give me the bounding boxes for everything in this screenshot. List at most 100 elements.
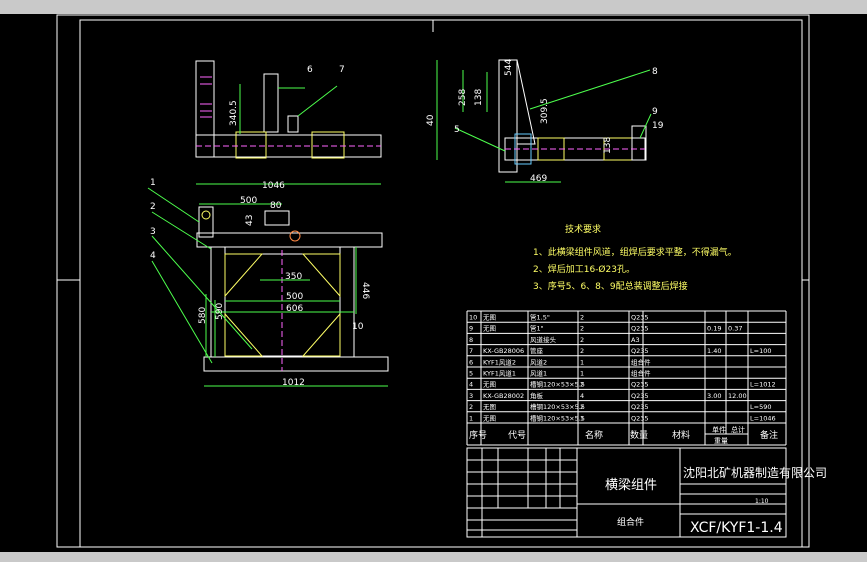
dim-text-350: 350 — [285, 272, 302, 282]
bom-cell-qty: 2 — [580, 381, 584, 389]
leader-1 — [147, 187, 200, 223]
bom-header-0: 序号 — [469, 429, 487, 441]
bom-cell-unit: 0.19 — [707, 325, 721, 333]
bom-cell-code: 无图 — [483, 403, 496, 411]
bom-cell-no: 7 — [469, 347, 473, 355]
front-view-seat — [264, 210, 290, 226]
balloon-9: 9 — [652, 107, 658, 117]
bom-cell-qty: 1 — [580, 414, 584, 422]
bom-cell-unit: 3.00 — [707, 392, 721, 400]
bom-cell-qty: 2 — [580, 336, 584, 344]
bom-cell-name: 风道1 — [530, 369, 547, 378]
bom-header-6: 总计 — [731, 425, 745, 434]
dim-text-138-b: 138 — [603, 137, 613, 154]
bom-cell-code: 无图 — [483, 381, 496, 389]
dim-text-258: 258 — [458, 89, 468, 106]
bom-cell-unit: 1.40 — [707, 347, 721, 355]
top-view-upright — [195, 60, 215, 158]
bom-cell-total: 12.00 — [728, 392, 747, 400]
balloon-1: 1 — [150, 178, 156, 188]
title-block-grid — [467, 448, 577, 537]
side-view — [436, 59, 652, 183]
bom-cell-name: 管座 — [530, 346, 544, 355]
top-view-pipe-seat — [287, 115, 299, 133]
dim-text-544: 544 — [504, 59, 514, 76]
front-view-gusset-br — [301, 312, 341, 357]
bom-cell-note: L=1012 — [750, 381, 776, 389]
bom-cell-qty: 1 — [580, 370, 584, 378]
bom-cell-code: 无图 — [483, 325, 496, 333]
leader-7 — [297, 85, 338, 117]
bom-cell-no: 6 — [469, 358, 473, 366]
bom-cell-code: KX-GB28006 — [483, 347, 524, 355]
bom-header-7: 备注 — [760, 429, 778, 441]
top-view-bracket-right — [311, 131, 345, 159]
bom-cell-material: Q235 — [631, 414, 649, 422]
front-view-leg-right — [339, 246, 355, 358]
bom-header-4: 材料 — [672, 429, 690, 441]
bom-cell-name: 槽钢120×53×5.5 — [530, 413, 585, 422]
balloon-8: 8 — [652, 67, 658, 77]
tech-req-item-3: 3、序号5、6、8、9配总装调整后焊接 — [533, 280, 688, 292]
front-view-gusset-tl — [224, 253, 264, 298]
dim-text-1046: 1046 — [262, 181, 285, 191]
front-view-gusset-bl — [224, 312, 264, 357]
dim-text-1012: 1012 — [282, 378, 305, 388]
dim-text-138: 138 — [474, 89, 484, 106]
leader-4 — [151, 260, 213, 364]
balloon-7: 7 — [339, 65, 345, 75]
bom-cell-no: 3 — [469, 392, 473, 400]
bom-cell-note: L=100 — [750, 347, 771, 355]
bom-cell-name: 管1.5" — [530, 313, 550, 322]
bom-cell-code: 无图 — [483, 314, 496, 322]
company-name: 沈阳北矿机器制造有限公司 — [683, 465, 827, 480]
bom-cell-material: Q235 — [631, 403, 649, 411]
bom-cell-qty: 2 — [580, 314, 584, 322]
bom-cell-name: 槽钢120×53×5.5 — [530, 402, 585, 411]
dim-text-80: 80 — [270, 201, 282, 211]
bom-cell-no: 5 — [469, 370, 473, 378]
bom-cell-no: 1 — [469, 414, 473, 422]
leader-9 — [639, 113, 652, 139]
balloon-5: 5 — [454, 125, 460, 135]
bom-cell-qty: 2 — [580, 403, 584, 411]
balloon-6: 6 — [307, 65, 313, 75]
bom-cell-note: L=1046 — [750, 414, 776, 422]
leader-5 — [454, 127, 506, 152]
bom-header-1: 代号 — [508, 430, 526, 441]
dim-text-580: 580 — [198, 307, 208, 324]
front-view-base-beam — [203, 356, 389, 372]
dim-text-3095: 309.5 — [540, 98, 550, 124]
bom-cell-total: 0.37 — [728, 325, 742, 333]
bom-cell-name: 风道接头 — [530, 335, 557, 344]
bom-cell-material: Q235 — [631, 381, 649, 389]
leader-3 — [151, 235, 253, 350]
bom-header-2: 名称 — [585, 429, 603, 441]
leader-8 — [529, 69, 651, 110]
bom-cell-note: L=590 — [750, 403, 771, 411]
side-view-nozzle — [631, 125, 647, 161]
bom-cell-qty: 4 — [580, 392, 584, 400]
bom-cell-code: KX-GB28002 — [483, 392, 524, 400]
bom-cell-code: 无图 — [483, 414, 496, 422]
dim-text-500: 500 — [286, 292, 303, 302]
bom-cell-name: 槽钢120×53×5.5 — [530, 380, 585, 389]
bom-cell-code: KYF1风道2 — [483, 357, 516, 366]
inner-border — [79, 19, 803, 548]
tech-req-heading: 技术要求 — [565, 223, 601, 235]
bom-cell-name: 管1" — [530, 324, 544, 333]
dim-text-10: 10 — [352, 322, 364, 332]
bom-cell-name: 风道2 — [530, 357, 547, 366]
dim-text-469: 469 — [530, 174, 547, 184]
front-view-top-beam — [196, 232, 383, 248]
front-view-pipe-circle — [201, 210, 211, 220]
dim-text-590: 590 — [215, 303, 225, 320]
title-block-frame — [466, 447, 787, 538]
dim-text-19: 19 — [652, 121, 664, 131]
leader-2 — [151, 211, 212, 250]
part-name: 横梁组件 — [605, 478, 657, 493]
balloon-4: 4 — [150, 251, 156, 261]
balloon-3: 3 — [150, 227, 156, 237]
balloon-2: 2 — [150, 202, 156, 212]
